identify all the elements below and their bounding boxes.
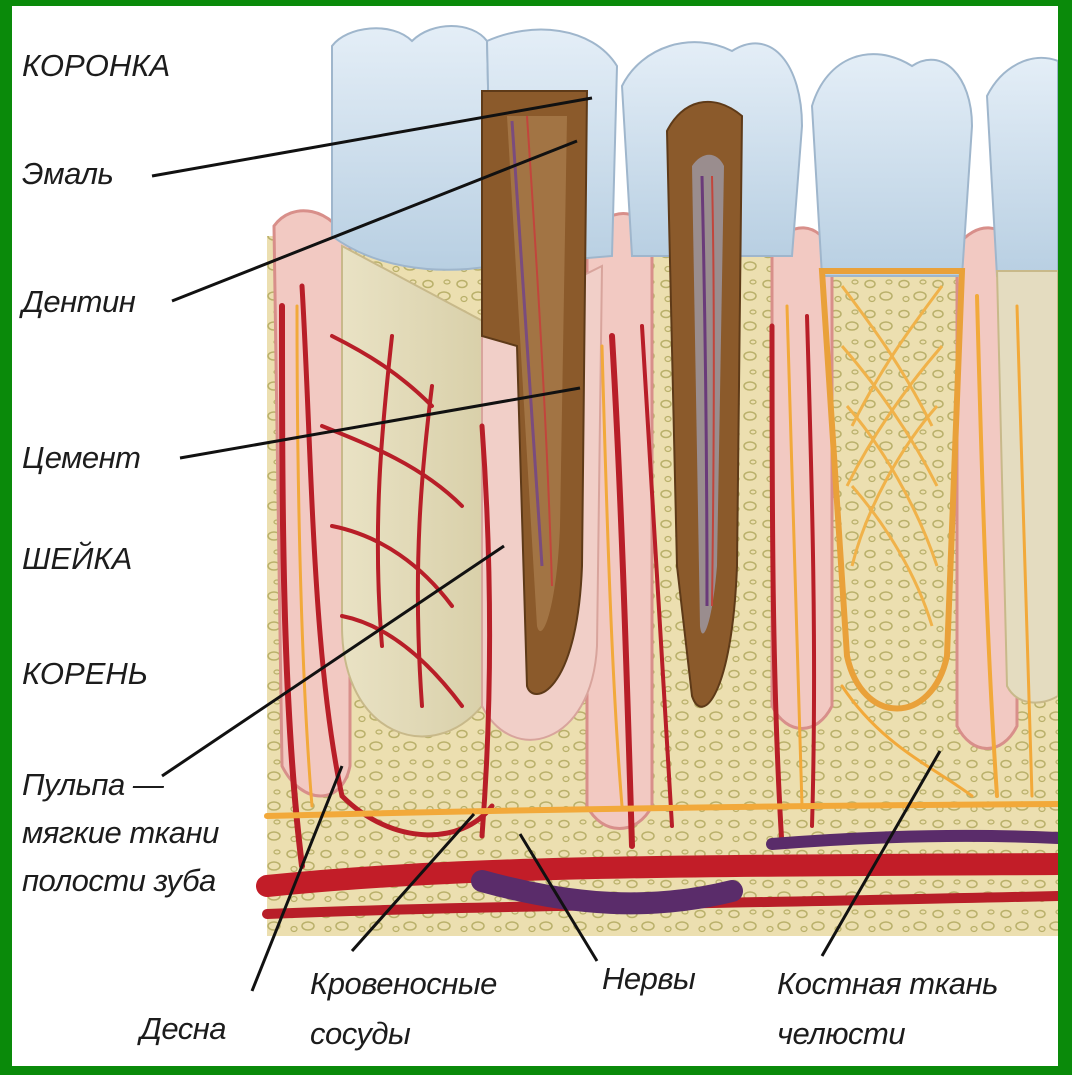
label-gum: Десна (140, 1009, 226, 1049)
label-nerves: Нервы (602, 959, 695, 999)
label-bone-line-2: челюсти (777, 1009, 998, 1059)
label-pulp-line-3: полости зуба (22, 857, 219, 905)
label-crown: КОРОНКА (22, 46, 170, 86)
label-bone-line-1: Костная ткань (777, 959, 998, 1009)
label-vessels: Кровеносные сосуды (310, 959, 497, 1059)
label-neck: ШЕЙКА (22, 539, 132, 579)
label-dentin: Дентин (22, 282, 135, 322)
label-pulp-line-1: Пульпа — (22, 761, 219, 809)
label-bone: Костная ткань челюсти (777, 959, 998, 1059)
label-vessels-line-2: сосуды (310, 1009, 497, 1059)
label-root: КОРЕНЬ (22, 654, 148, 694)
tooth-cross-section-illustration (12, 6, 1058, 1066)
label-pulp: Пульпа — мягкие ткани полости зуба (22, 761, 219, 905)
label-enamel: Эмаль (22, 154, 113, 194)
label-cement: Цемент (22, 438, 141, 478)
diagram-frame: КОРОНКА Эмаль Дентин Цемент ШЕЙКА КОРЕНЬ… (12, 6, 1058, 1066)
label-vessels-line-1: Кровеносные (310, 959, 497, 1009)
label-pulp-line-2: мягкие ткани (22, 809, 219, 857)
